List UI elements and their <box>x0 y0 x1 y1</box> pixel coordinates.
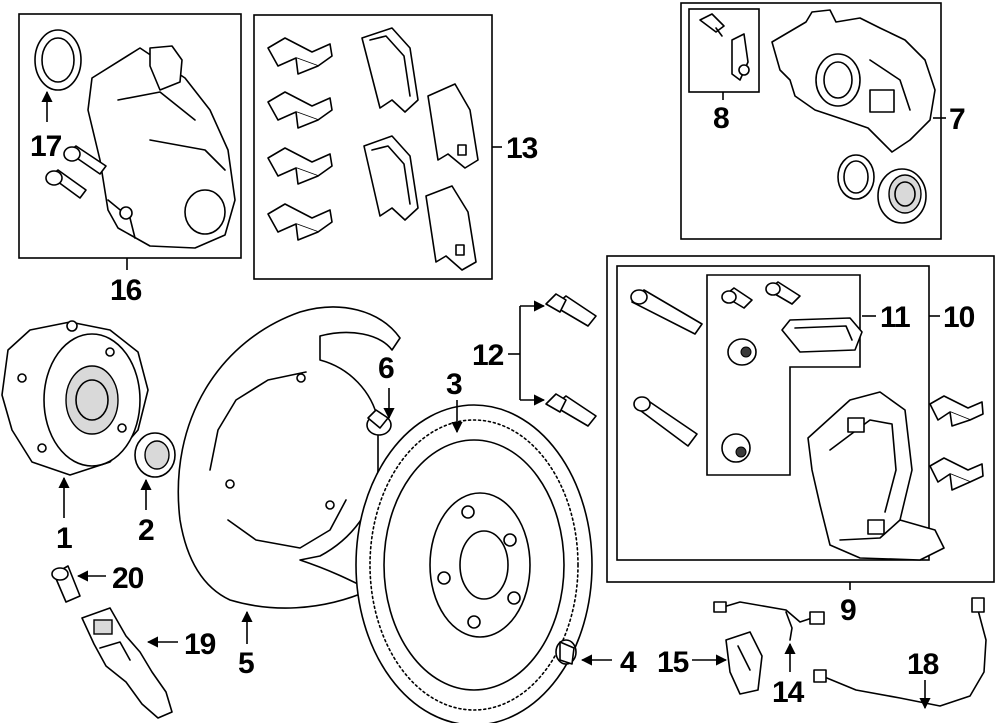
callout-10: 10 <box>943 301 975 334</box>
bracket-clip[interactable] <box>929 457 984 491</box>
bracket-outer-box <box>606 255 995 583</box>
bracket-mount-bolt[interactable] <box>545 393 597 427</box>
bracket-group: 11 10 9 <box>606 255 995 627</box>
guide-pin-bolt[interactable] <box>765 281 801 305</box>
pad-clip[interactable] <box>267 91 333 129</box>
brake-rotor[interactable] <box>355 404 593 723</box>
callout-14: 14 <box>772 676 805 709</box>
pin-boot[interactable] <box>721 433 751 463</box>
callout-15: 15 <box>657 646 689 679</box>
callout-4: 4 <box>620 646 637 679</box>
motor-kit-group: 17 16 <box>18 13 242 307</box>
callout-2: 2 <box>138 514 154 547</box>
bleeder-screw[interactable] <box>699 13 750 81</box>
callout-12: 12 <box>472 339 504 372</box>
callout-20: 20 <box>112 562 144 595</box>
motor-bolt-lower[interactable] <box>45 169 87 199</box>
bracket-mount-bolt[interactable] <box>545 293 597 327</box>
bracket-inner-box <box>706 274 861 476</box>
rotor-bolts-group: 12 <box>472 293 597 427</box>
sensor-bolt[interactable] <box>51 565 81 603</box>
shield-screw[interactable] <box>366 409 392 436</box>
brake-pad[interactable] <box>427 83 479 169</box>
guide-bolt[interactable] <box>633 396 698 447</box>
brake-pad[interactable] <box>425 185 477 271</box>
brake-motor[interactable] <box>87 45 236 249</box>
abs-sensor[interactable] <box>81 607 173 719</box>
callout-11: 11 <box>880 301 910 334</box>
callout-16: 16 <box>110 274 142 307</box>
brake-pad[interactable] <box>361 27 419 113</box>
brake-caliper[interactable] <box>771 9 936 153</box>
pad-clip[interactable] <box>267 147 333 185</box>
callout-19: 19 <box>184 628 216 661</box>
callout-18: 18 <box>907 648 939 681</box>
caliper-bracket[interactable] <box>807 391 945 561</box>
boot-kit[interactable] <box>781 317 863 353</box>
callout-5: 5 <box>238 647 254 680</box>
motor-kit-box <box>18 13 242 259</box>
callout-17: 17 <box>30 130 62 163</box>
pad-kit-group: 13 <box>253 14 539 280</box>
callout-1: 1 <box>56 522 72 555</box>
bracket-bolt-box <box>616 265 930 561</box>
seal-ring[interactable] <box>34 29 82 91</box>
pad-clip[interactable] <box>267 37 333 75</box>
motor-bolt-upper[interactable] <box>63 145 107 175</box>
bracket-clip[interactable] <box>929 395 984 427</box>
pad-wear-sensor[interactable] <box>713 601 825 641</box>
guide-pin-bolt[interactable] <box>721 287 753 309</box>
rear-wear-sensor[interactable] <box>813 597 987 707</box>
sensor-bracket[interactable] <box>725 631 763 695</box>
caliper-piston-boot[interactable] <box>877 168 927 224</box>
callout-9: 9 <box>840 594 856 627</box>
callout-3: 3 <box>446 368 462 401</box>
pin-boot[interactable] <box>727 338 757 366</box>
callout-6: 6 <box>378 352 394 385</box>
guide-bolt[interactable] <box>630 289 703 335</box>
callout-7: 7 <box>949 103 965 136</box>
callout-13: 13 <box>506 132 538 165</box>
caliper-box <box>680 2 942 240</box>
hub-nut[interactable] <box>134 432 176 478</box>
splash-shield[interactable] <box>177 306 401 609</box>
caliper-group: 8 7 <box>680 2 966 240</box>
wheel-hub[interactable] <box>1 320 149 476</box>
brake-pad[interactable] <box>363 135 419 221</box>
piston-seal[interactable] <box>837 154 875 200</box>
callout-8: 8 <box>713 102 729 135</box>
rotor-screw[interactable] <box>555 639 577 665</box>
bleeder-box <box>688 8 760 93</box>
pad-clip[interactable] <box>267 203 333 241</box>
